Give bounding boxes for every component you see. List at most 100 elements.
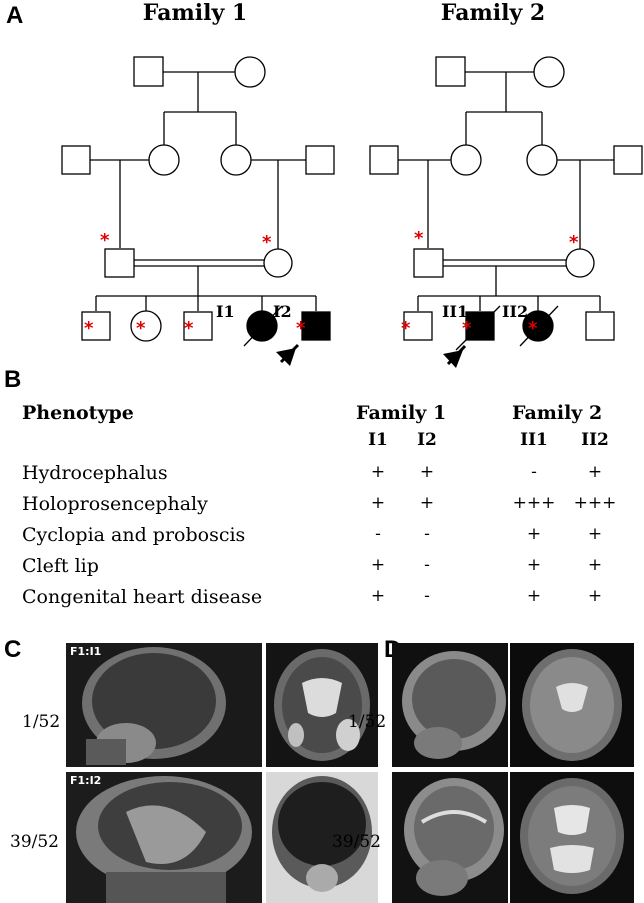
table-cell: +++ xyxy=(573,493,617,513)
f1-i2-affected-male xyxy=(301,311,331,341)
f2-gen2-female-right xyxy=(526,144,558,176)
row-label: Hydrocephalus xyxy=(22,462,168,484)
table-cell: + xyxy=(370,555,386,575)
f2-gen1-female xyxy=(533,56,565,88)
mri-image xyxy=(520,778,624,894)
f1-mother xyxy=(263,248,293,278)
table-cell: + xyxy=(526,586,542,606)
label-f1-i2: I2 xyxy=(273,302,292,321)
family2-header: Family 2 xyxy=(512,402,603,424)
col-header: II2 xyxy=(581,430,609,450)
table-cell: +++ xyxy=(512,493,556,513)
carrier-star: * xyxy=(401,318,411,339)
table-cell: + xyxy=(419,462,435,482)
carrier-star: * xyxy=(569,232,579,253)
mri-tag: F1:I2 xyxy=(70,774,102,787)
mri-c-bottom-sagittal: F1:I2 xyxy=(66,772,262,903)
carrier-star: * xyxy=(262,232,272,253)
carrier-star: * xyxy=(100,230,110,251)
f1-father xyxy=(104,248,135,278)
mri-image xyxy=(404,778,504,896)
label-f2-ii2: II2 xyxy=(502,302,529,321)
label-f2-ii1: II1 xyxy=(442,302,469,321)
panel-letter-a: A xyxy=(6,2,24,29)
carrier-star: * xyxy=(414,228,424,249)
phenotype-header: Phenotype xyxy=(22,402,134,424)
table-row: Holoprosencephaly + + +++ +++ xyxy=(22,493,632,523)
mri-image xyxy=(272,776,372,892)
mri-image xyxy=(402,651,506,759)
f2-gen2-female-left xyxy=(450,144,482,176)
f1-sib1-male xyxy=(81,311,111,341)
mri-image xyxy=(274,649,370,761)
age-label-d-bottom: 39/52 xyxy=(332,832,381,852)
table-row: Cyclopia and proboscis - - + + xyxy=(22,524,632,554)
table-cell: + xyxy=(587,555,603,575)
f1-sib3-male xyxy=(183,311,213,341)
f1-gen2-female-left xyxy=(148,144,180,176)
mri-image xyxy=(76,776,252,903)
family1-title: Family 1 xyxy=(142,0,248,26)
f2-gen1-male xyxy=(435,56,466,87)
mri-tag: F1:I1 xyxy=(70,645,102,658)
mri-image xyxy=(82,647,226,765)
table-cell: + xyxy=(526,555,542,575)
pedigree-diagram xyxy=(61,56,643,368)
mri-d-bottom-sagittal xyxy=(392,772,508,903)
label-f1-i1: I1 xyxy=(216,302,235,321)
col-header: II1 xyxy=(520,430,548,450)
f1-sib2-female xyxy=(130,310,162,342)
family2-title: Family 2 xyxy=(440,0,546,26)
f2-mother xyxy=(565,248,595,278)
table-cell: + xyxy=(370,462,386,482)
f2-gen2-male-left xyxy=(369,145,399,175)
panel-letter-c: C xyxy=(4,636,22,663)
mri-c-top-sagittal: F1:I1 xyxy=(66,643,262,767)
age-label-c-bottom: 39/52 xyxy=(10,832,59,852)
f1-gen2-female-right xyxy=(220,144,252,176)
f1-gen1-male xyxy=(133,56,164,87)
table-cell: - xyxy=(375,524,381,544)
mri-image xyxy=(522,649,622,761)
table-cell: + xyxy=(370,493,386,513)
table-cell: + xyxy=(587,586,603,606)
row-label: Cleft lip xyxy=(22,555,99,577)
carrier-star: * xyxy=(296,318,306,339)
family1-header: Family 1 xyxy=(356,402,447,424)
table-cell: - xyxy=(424,524,430,544)
col-header: I1 xyxy=(368,430,388,450)
f2-sib1-male xyxy=(403,311,433,341)
mri-c-bottom-axial xyxy=(266,772,378,903)
table-row: Congenital heart disease + - + + xyxy=(22,586,632,616)
f1-gen2-male-left xyxy=(61,145,91,175)
table-cell: + xyxy=(526,524,542,544)
mri-d-top-sagittal xyxy=(392,643,508,767)
carrier-star: * xyxy=(462,318,472,339)
carrier-star: * xyxy=(84,318,94,339)
f1-gen2-male-right xyxy=(305,145,335,175)
table-cell: + xyxy=(587,462,603,482)
table-row: Cleft lip + - + + xyxy=(22,555,632,585)
mri-d-top-axial xyxy=(510,643,634,767)
table-cell: - xyxy=(424,555,430,575)
table-cell: + xyxy=(370,586,386,606)
table-cell: - xyxy=(531,462,537,482)
carrier-star: * xyxy=(136,318,146,339)
carrier-star: * xyxy=(528,318,538,339)
age-label-c-top: 1/52 xyxy=(22,712,61,732)
table-cell: + xyxy=(419,493,435,513)
carrier-star: * xyxy=(184,318,194,339)
row-label: Holoprosencephaly xyxy=(22,493,208,515)
table-row: Hydrocephalus + + - + xyxy=(22,462,632,492)
f2-sib4-male xyxy=(585,311,615,341)
mri-c-top-axial xyxy=(266,643,378,767)
row-label: Congenital heart disease xyxy=(22,586,263,608)
f2-father xyxy=(413,248,444,278)
mri-d-bottom-axial xyxy=(510,772,634,903)
panel-letter-b: B xyxy=(4,366,22,393)
col-header: I2 xyxy=(417,430,437,450)
age-label-d-top: 1/52 xyxy=(348,712,387,732)
table-cell: + xyxy=(587,524,603,544)
f2-gen2-male-right xyxy=(613,145,643,175)
f1-gen1-female xyxy=(234,56,266,88)
